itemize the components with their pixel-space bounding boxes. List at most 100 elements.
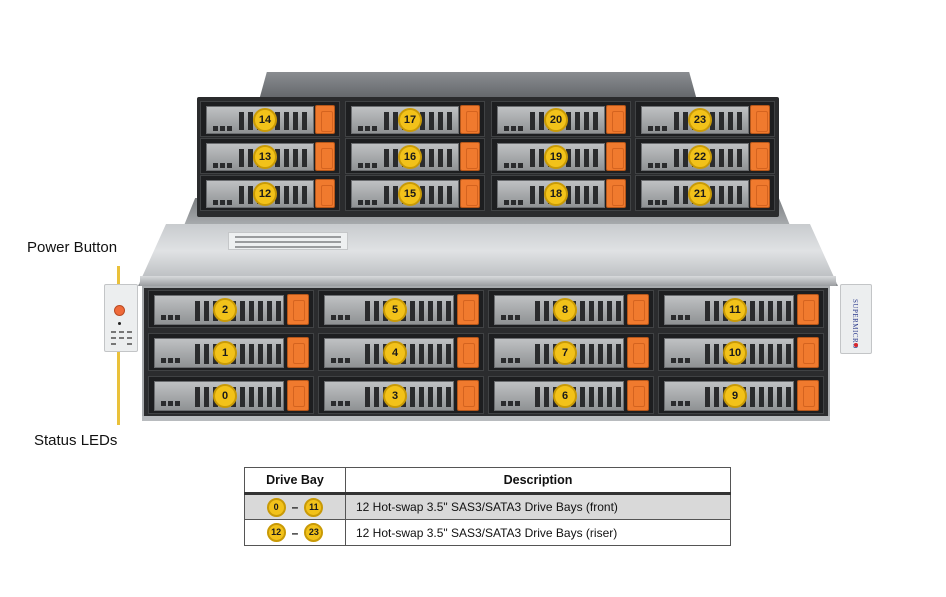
tray-release-handle[interactable] [750, 105, 770, 134]
chassis-bottom-edge [142, 416, 830, 421]
drive-bay[interactable]: 2 [148, 290, 314, 328]
bay-number-badge: 13 [253, 145, 277, 169]
bay-number-badge: 18 [544, 182, 568, 206]
bay-number-badge: 4 [383, 341, 407, 365]
tray-release-handle[interactable] [627, 294, 649, 325]
bay-number-badge: 10 [723, 341, 747, 365]
drive-bay[interactable]: 21 [635, 175, 775, 211]
range-dash: – [291, 500, 299, 514]
tray-release-handle[interactable] [606, 105, 626, 134]
reset-pinhole-icon[interactable] [118, 322, 121, 325]
tray-release-handle[interactable] [315, 179, 335, 208]
status-led-icon [127, 337, 132, 339]
drive-bay[interactable]: 17 [345, 101, 485, 137]
tray-release-handle[interactable] [457, 294, 479, 325]
drive-bay[interactable]: 13 [200, 138, 340, 174]
bay-number-badge: 20 [544, 108, 568, 132]
table-row: 0–11 12 Hot-swap 3.5" SAS3/SATA3 Drive B… [244, 493, 731, 520]
description-cell: 12 Hot-swap 3.5" SAS3/SATA3 Drive Bays (… [345, 519, 731, 546]
tray-release-handle[interactable] [750, 179, 770, 208]
bay-number-badge: 11 [723, 298, 747, 322]
drive-bay[interactable]: 3 [318, 376, 484, 414]
tray-release-handle[interactable] [460, 179, 480, 208]
tray-release-handle[interactable] [627, 337, 649, 368]
bay-number-badge: 19 [544, 145, 568, 169]
drive-bay[interactable]: 14 [200, 101, 340, 137]
drive-bay[interactable]: 16 [345, 138, 485, 174]
drive-bay[interactable]: 12 [200, 175, 340, 211]
bay-number-badge: 16 [398, 145, 422, 169]
tray-release-handle[interactable] [797, 294, 819, 325]
column-header-description: Description [345, 467, 731, 495]
drive-bay[interactable]: 9 [658, 376, 824, 414]
drive-bay[interactable]: 18 [491, 175, 631, 211]
tray-release-handle[interactable] [287, 294, 309, 325]
bay-number-badge: 12 [253, 182, 277, 206]
drive-bay[interactable]: 19 [491, 138, 631, 174]
bay-badge-start: 12 [266, 523, 286, 542]
tray-release-handle[interactable] [457, 337, 479, 368]
tray-release-handle[interactable] [606, 142, 626, 171]
tray-release-handle[interactable] [606, 179, 626, 208]
power-button-label: Power Button [27, 239, 118, 256]
drive-bay[interactable]: 0 [148, 376, 314, 414]
bay-number-badge: 5 [383, 298, 407, 322]
drive-bay[interactable]: 20 [491, 101, 631, 137]
status-led-icon [111, 331, 116, 333]
bay-number-badge: 22 [688, 145, 712, 169]
status-led-icon [119, 331, 124, 333]
bay-number-badge: 6 [553, 384, 577, 408]
bay-range-cell: 0–11 [244, 493, 346, 520]
bay-badge-end: 23 [304, 523, 324, 542]
status-leds-label: Status LEDs [34, 432, 118, 449]
brand-logo-dot-icon [854, 343, 858, 347]
bay-number-badge: 17 [398, 108, 422, 132]
tray-release-handle[interactable] [287, 380, 309, 411]
power-button-icon[interactable] [114, 305, 125, 316]
drive-bay[interactable]: 6 [488, 376, 654, 414]
bay-number-badge: 21 [688, 182, 712, 206]
bay-badge-end: 11 [304, 497, 324, 517]
bay-number-badge: 3 [383, 384, 407, 408]
tray-release-handle[interactable] [750, 142, 770, 171]
tray-release-handle[interactable] [315, 105, 335, 134]
table-row: 12–23 12 Hot-swap 3.5" SAS3/SATA3 Drive … [244, 519, 731, 546]
bay-badge-start: 0 [266, 497, 286, 517]
column-header-drive-bay: Drive Bay [244, 467, 346, 495]
tray-release-handle[interactable] [457, 380, 479, 411]
chassis-label-sticker [228, 232, 348, 250]
chassis-front-lip [140, 276, 836, 286]
bay-number-badge: 15 [398, 182, 422, 206]
tray-release-handle[interactable] [460, 142, 480, 171]
drive-bay[interactable]: 11 [658, 290, 824, 328]
bay-number-badge: 23 [688, 108, 712, 132]
tray-release-handle[interactable] [287, 337, 309, 368]
drive-bay[interactable]: 5 [318, 290, 484, 328]
tray-release-handle[interactable] [627, 380, 649, 411]
bay-number-badge: 0 [213, 384, 237, 408]
drive-bay[interactable]: 1 [148, 333, 314, 371]
drive-bay[interactable]: 23 [635, 101, 775, 137]
bay-number-badge: 14 [253, 108, 277, 132]
drive-bay[interactable]: 15 [345, 175, 485, 211]
range-dash: – [291, 525, 299, 540]
drive-bay[interactable]: 22 [635, 138, 775, 174]
drive-bay[interactable]: 4 [318, 333, 484, 371]
tray-release-handle[interactable] [797, 380, 819, 411]
tray-release-handle[interactable] [797, 337, 819, 368]
brand-logo: SUPERMICRO [851, 299, 859, 349]
bay-number-badge: 9 [723, 384, 747, 408]
tray-release-handle[interactable] [460, 105, 480, 134]
tray-release-handle[interactable] [315, 142, 335, 171]
drive-bay-legend-table: Drive Bay Description 0–11 12 Hot-swap 3… [244, 467, 731, 546]
drive-bay[interactable]: 8 [488, 290, 654, 328]
bay-number-badge: 8 [553, 298, 577, 322]
status-leds-leader-line [117, 347, 120, 425]
drive-bay[interactable]: 10 [658, 333, 824, 371]
status-led-icon [127, 343, 132, 345]
bay-number-badge: 2 [213, 298, 237, 322]
drive-bay[interactable]: 7 [488, 333, 654, 371]
status-led-icon [127, 331, 132, 333]
bay-range-cell: 12–23 [244, 519, 346, 546]
right-brand-ear: SUPERMICRO [840, 284, 872, 354]
